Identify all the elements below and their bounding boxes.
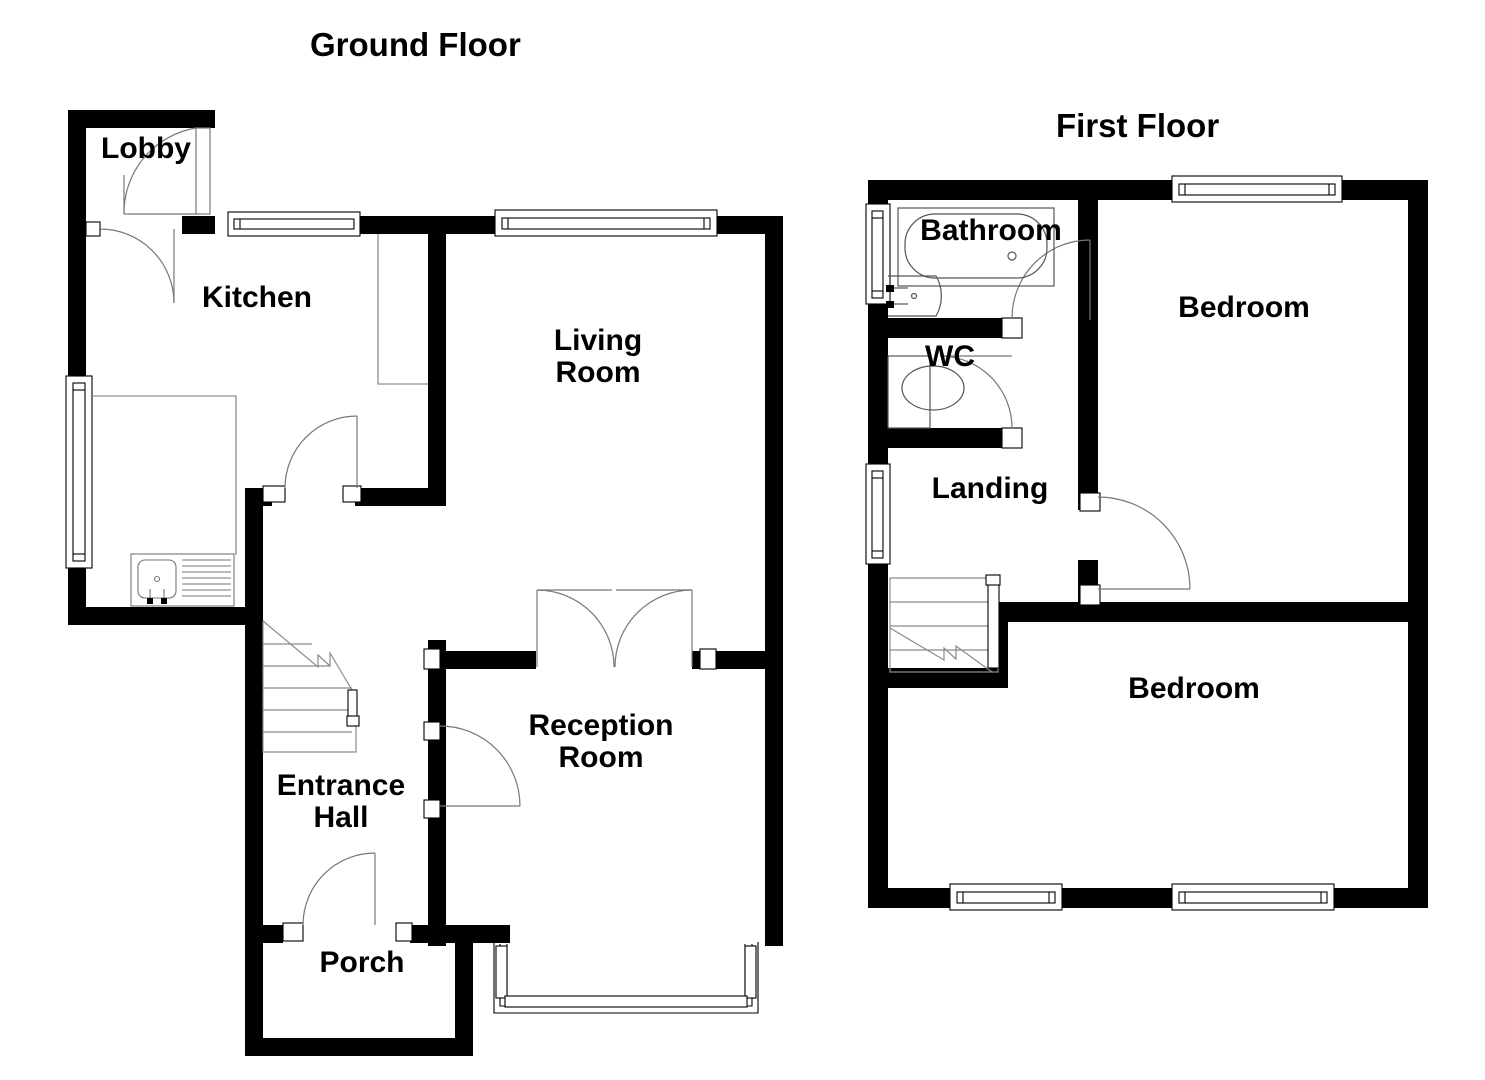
lobby-external-door [85,221,175,304]
bedroom-one-rear-window [1171,175,1343,203]
room-label-bathroom: Bathroom [920,214,1062,247]
bedroom-two-front-window-right [1171,883,1335,911]
reception-bay-window [493,942,759,1014]
ground-floor-fixtures [92,234,428,753]
room-label-landing: Landing [931,472,1049,505]
ground-floor-doors [85,127,717,942]
wash-basin [886,275,942,317]
room-label-porch: Porch [319,946,405,979]
ground-floor-title: Ground Floor [310,26,521,63]
kitchen-hall-door [262,415,362,503]
first-floor-doors [939,239,1191,606]
lobby-kitchen-door [123,127,211,215]
kitchen-rear-window [227,211,361,237]
living-room-rear-window [494,209,718,237]
room-label-entrance-hall: Entrance Hall [276,769,406,835]
first-floor-windows [865,175,1343,911]
first-floor-fixtures [886,207,1055,673]
living-reception-double-doors [423,589,717,670]
porch-front-door [282,852,413,942]
wc-door [939,355,1023,449]
landing-side-window [865,463,891,565]
toilet [887,355,965,429]
bath-tub [897,207,1055,287]
room-label-kitchen: Kitchen [201,281,312,314]
kitchen-worktop [92,395,237,555]
room-label-living-room: Living Room [553,324,643,390]
ground-floor-windows [65,209,759,1014]
first-floor-walls [868,180,1428,908]
bathroom-side-window [865,203,891,305]
kitchen-sink [130,553,235,607]
hall-reception-door [423,721,521,819]
bedroom-two-front-window-left [949,883,1063,911]
staircase-down [889,574,1001,673]
staircase-up [262,620,360,753]
room-label-reception-room: Reception Room [528,709,674,775]
room-label-wc: WC [925,340,975,373]
room-label-bedroom-two: Bedroom [1128,672,1260,705]
room-label-bedroom-one: Bedroom [1178,291,1310,324]
bedroom-one-door [1079,492,1191,606]
kitchen-side-window [65,375,93,569]
first-floor-title: First Floor [1056,107,1220,144]
kitchen-cabinet [377,234,428,385]
ground-floor-walls [68,110,783,1056]
room-label-lobby: Lobby [101,132,191,165]
bathroom-door [1001,239,1091,339]
